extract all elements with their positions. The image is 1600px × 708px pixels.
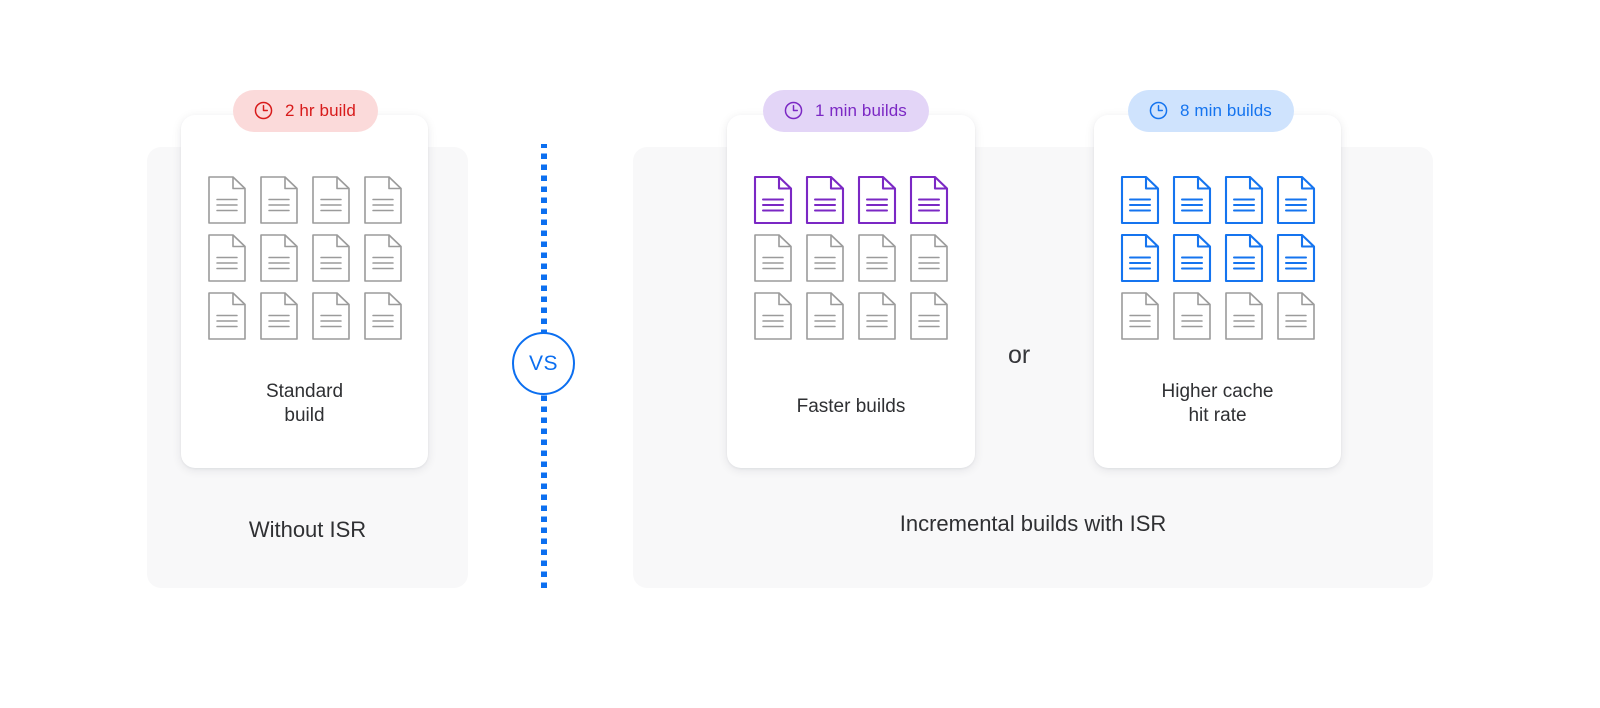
vs-badge: vs (512, 332, 575, 395)
document-icon (259, 176, 298, 224)
document-icon (1276, 175, 1315, 225)
document-icon (363, 234, 402, 282)
section-label-with-isr: Incremental builds with ISR (899, 511, 1167, 536)
document-icon (1276, 233, 1315, 283)
document-icon (1120, 175, 1159, 225)
caption-line-2: build (284, 405, 325, 427)
card-faster-builds[interactable]: Faster builds (727, 115, 975, 468)
card-higher-cache-hit-rate[interactable]: Higher cache hit rate (1094, 115, 1341, 468)
doc-grid-faster (727, 175, 975, 349)
document-icon (753, 175, 793, 225)
clock-icon (254, 101, 273, 120)
caption-line-1: Standard (265, 381, 344, 402)
clock-icon (1149, 101, 1168, 120)
document-icon (311, 176, 350, 224)
document-icon (1172, 292, 1211, 340)
document-icon (1172, 233, 1211, 283)
document-icon (1120, 292, 1159, 340)
document-icon (1276, 292, 1315, 340)
badge-8-min-builds[interactable]: 8 min builds (1128, 90, 1294, 132)
document-icon (363, 292, 402, 340)
document-icon (1224, 233, 1263, 283)
badge-1-min-builds[interactable]: 1 min builds (763, 90, 929, 132)
doc-grid-cache (1094, 175, 1341, 349)
document-icon (858, 292, 896, 340)
document-icon (806, 234, 844, 282)
document-icon (1224, 292, 1263, 340)
document-icon (1224, 175, 1263, 225)
card-caption-standard: Standard build (181, 380, 428, 429)
clock-icon (784, 101, 803, 120)
document-icon (311, 234, 350, 282)
caption-line-2: hit rate (1188, 405, 1247, 427)
document-icon (363, 176, 402, 224)
badge-label: 8 min builds (1180, 101, 1272, 120)
document-icon (909, 175, 949, 225)
section-label-without-isr: Without ISR (248, 517, 367, 542)
vs-label: vs (528, 351, 558, 375)
document-icon (1120, 233, 1159, 283)
document-icon (754, 234, 792, 282)
document-icon (207, 176, 246, 224)
document-icon (207, 292, 246, 340)
caption-line-1: Higher cache (1161, 381, 1274, 402)
document-icon (805, 175, 845, 225)
document-icon (1172, 175, 1211, 225)
badge-label: 1 min builds (815, 101, 907, 120)
document-icon (910, 292, 948, 340)
document-icon (858, 234, 896, 282)
caption-line-1: Faster builds (796, 396, 906, 417)
document-icon (910, 234, 948, 282)
doc-grid-standard (181, 175, 428, 349)
card-standard-build[interactable]: Standard build (181, 115, 428, 468)
document-icon (857, 175, 897, 225)
card-caption-faster: Faster builds (727, 395, 975, 419)
document-icon (311, 292, 350, 340)
or-separator-label: or (1008, 341, 1031, 369)
badge-2-hr-build[interactable]: 2 hr build (233, 90, 378, 132)
card-caption-cache: Higher cache hit rate (1094, 380, 1341, 429)
document-icon (259, 234, 298, 282)
document-icon (806, 292, 844, 340)
badge-label: 2 hr build (285, 101, 356, 120)
document-icon (754, 292, 792, 340)
document-icon (207, 234, 246, 282)
document-icon (259, 292, 298, 340)
